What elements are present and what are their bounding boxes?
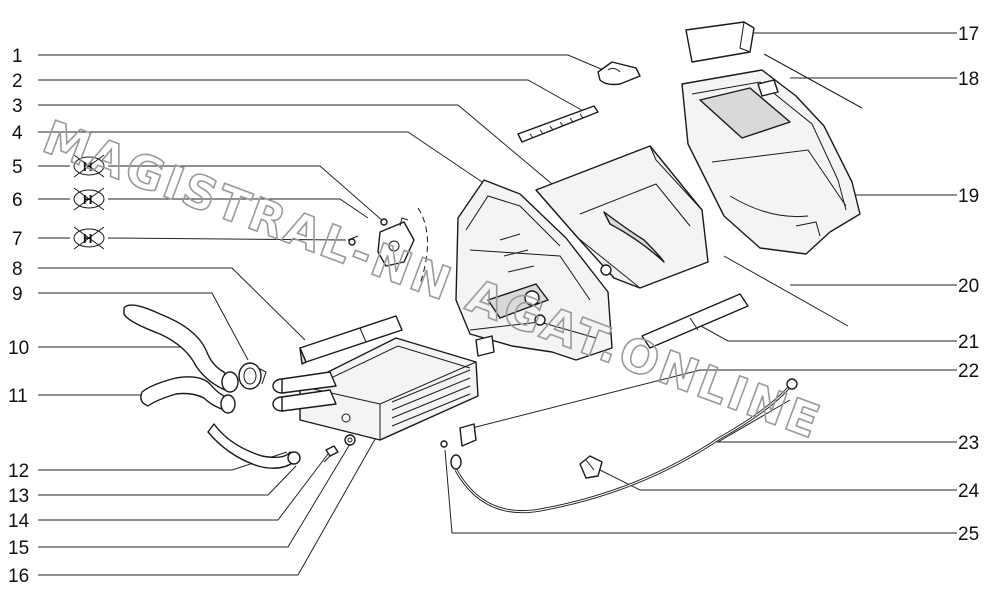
crossed-h-label: H xyxy=(83,192,92,207)
part-cable-clip xyxy=(579,455,603,479)
part-heater-housing-lower xyxy=(455,179,613,361)
callout-6: 6 xyxy=(12,190,23,211)
part-strap xyxy=(517,105,599,143)
callout-12: 12 xyxy=(8,461,29,482)
crossed-h-label: H xyxy=(83,159,92,174)
callout-7: 7 xyxy=(12,229,23,250)
callout-21: 21 xyxy=(958,332,979,353)
callout-8: 8 xyxy=(12,259,23,280)
part-drain-tube xyxy=(207,423,301,469)
part-hose-clamp xyxy=(238,362,267,390)
part-heater-housing-upper xyxy=(535,145,709,289)
part-hose-upper xyxy=(123,304,239,393)
part-bracket xyxy=(440,423,477,448)
part-hose-lower xyxy=(140,376,236,414)
callout-4: 4 xyxy=(12,123,23,144)
part-rod-upper xyxy=(763,53,863,109)
callout-19: 19 xyxy=(958,186,979,207)
part-clip xyxy=(597,61,641,86)
callout-2: 2 xyxy=(12,71,23,92)
callout-numbers: 1 2 3 4 5 6 7 8 9 10 11 12 13 14 15 16 1… xyxy=(8,24,980,587)
callout-5: 5 xyxy=(12,157,23,178)
callout-15: 15 xyxy=(8,538,29,559)
callout-24: 24 xyxy=(958,481,980,502)
callout-25: 25 xyxy=(958,524,979,545)
not-supplied-symbol-6: H xyxy=(73,187,105,211)
callout-13: 13 xyxy=(8,486,29,507)
part-flap-actuator xyxy=(347,207,428,285)
callout-16: 16 xyxy=(8,566,29,587)
part-seal-strip xyxy=(299,315,403,365)
part-heater-core xyxy=(272,337,479,441)
callout-17: 17 xyxy=(958,24,979,45)
callout-11: 11 xyxy=(8,386,28,407)
callout-10: 10 xyxy=(8,338,29,359)
part-rod-lower xyxy=(723,255,849,327)
part-control-cable xyxy=(450,378,798,514)
callout-23: 23 xyxy=(958,433,979,454)
not-supplied-symbol-5: H xyxy=(73,154,105,178)
part-air-intake-housing xyxy=(681,69,861,255)
leader-lines xyxy=(38,32,957,576)
part-filter-pad xyxy=(685,21,755,63)
callout-9: 9 xyxy=(12,284,23,305)
callout-20: 20 xyxy=(958,276,979,297)
part-seal-strip-right xyxy=(641,293,749,349)
not-supplied-symbol-7: H xyxy=(73,226,105,250)
callout-3: 3 xyxy=(12,96,23,117)
callout-1: 1 xyxy=(12,46,23,67)
part-screws xyxy=(323,434,356,463)
callout-18: 18 xyxy=(958,69,979,90)
callout-22: 22 xyxy=(958,361,979,382)
callout-14: 14 xyxy=(8,511,30,532)
crossed-h-label: H xyxy=(83,231,92,246)
